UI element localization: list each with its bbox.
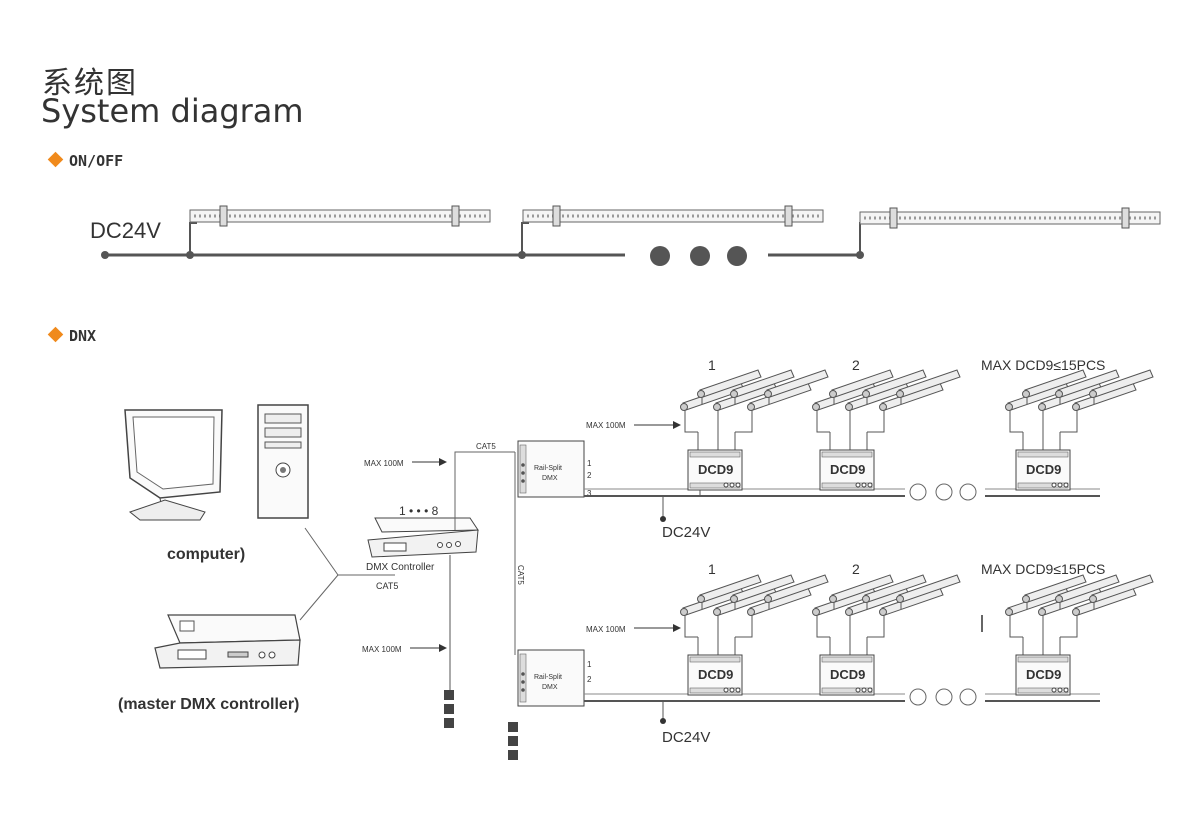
port-2: 2 [587, 675, 592, 684]
max-100m-label: MAX 100M [364, 459, 404, 468]
port-2: 2 [587, 471, 592, 480]
dmx-row-top: DC24V MAX 100M 1 2 MAX DCD9≤15PCS DCD9 D… [584, 357, 1154, 541]
led-linear-bar [188, 204, 492, 228]
dmx-cable-stack [444, 690, 454, 728]
title-chinese: 系统图 [42, 66, 138, 101]
computer-label: computer) [167, 546, 245, 563]
continuation-circle [909, 688, 927, 706]
max-100m-label: MAX 100M [586, 625, 626, 634]
dmx-diagram: computer) (master DMX controller) CAT5 1… [118, 357, 1154, 760]
monitor-icon [124, 409, 223, 521]
cat5-vertical-label: CAT5 [516, 565, 525, 585]
splitter-label-2: DMX [542, 475, 558, 482]
group-2-label: 2 [852, 357, 860, 373]
dmx-row-bottom: DC24V MAX 100M 1 2 MAX DCD9≤15PCS DCD9 D… [584, 561, 1154, 746]
cat5-label-top: CAT5 [476, 442, 496, 451]
dcd9-label: DCD9 [830, 667, 865, 682]
dcd9-label: DCD9 [698, 667, 733, 682]
dmx-controller-label: DMX Controller [366, 562, 435, 573]
port-3: 3 [587, 489, 592, 498]
continuation-circle [935, 688, 953, 706]
max-dcd9-label: MAX DCD9≤15PCS [981, 357, 1105, 373]
continuation-dot [727, 246, 747, 266]
dcd9-label: DCD9 [1026, 462, 1061, 477]
bus-node [101, 251, 109, 259]
continuation-circle [935, 483, 953, 501]
port-1: 1 [587, 660, 592, 669]
continuation-circle [909, 483, 927, 501]
max-100m-label: MAX 100M [362, 645, 402, 654]
master-dmx-controller-icon [154, 614, 301, 669]
led-linear-bar [858, 206, 1162, 230]
section-onoff: ON/OFF [47, 151, 124, 170]
onoff-power-label: DC24V [90, 218, 161, 243]
group-1-label: 1 [708, 357, 716, 373]
continuation-circle [959, 688, 977, 706]
port-1: 1 [587, 459, 592, 468]
dc24v-label: DC24V [662, 729, 710, 746]
section-onoff-label: ON/OFF [69, 152, 124, 170]
dc24v-label: DC24V [662, 524, 710, 541]
continuation-dot [650, 246, 670, 266]
group-1-label: 1 [708, 561, 716, 577]
onoff-diagram: DC24V [90, 204, 1162, 266]
controller-ports-label: 1 • • • 8 [399, 504, 439, 518]
link-master-controller [299, 574, 339, 621]
max-dcd9-label: MAX DCD9≤15PCS [981, 561, 1105, 577]
continuation-circle [959, 483, 977, 501]
splitter-label-2: DMX [542, 684, 558, 691]
dcd9-label: DCD9 [830, 462, 865, 477]
splitter-label-1: Rail-Split [534, 465, 562, 472]
cat5-label: CAT5 [376, 581, 398, 591]
continuation-dot [690, 246, 710, 266]
master-dmx-label: (master DMX controller) [118, 696, 299, 713]
section-dmx-label: DNX [69, 327, 97, 345]
led-linear-bar [521, 204, 825, 228]
max-100m-label: MAX 100M [586, 421, 626, 430]
dcd9-label: DCD9 [698, 462, 733, 477]
dcd9-label: DCD9 [1026, 667, 1061, 682]
dmx-cable-stack [508, 722, 518, 760]
splitter-label-1: Rail-Split [534, 674, 562, 681]
pc-tower-icon [257, 404, 309, 519]
dmx-controller-icon [367, 517, 479, 558]
title-english: System diagram [41, 92, 304, 130]
group-2-label: 2 [852, 561, 860, 577]
section-dmx: DNX [47, 326, 97, 345]
